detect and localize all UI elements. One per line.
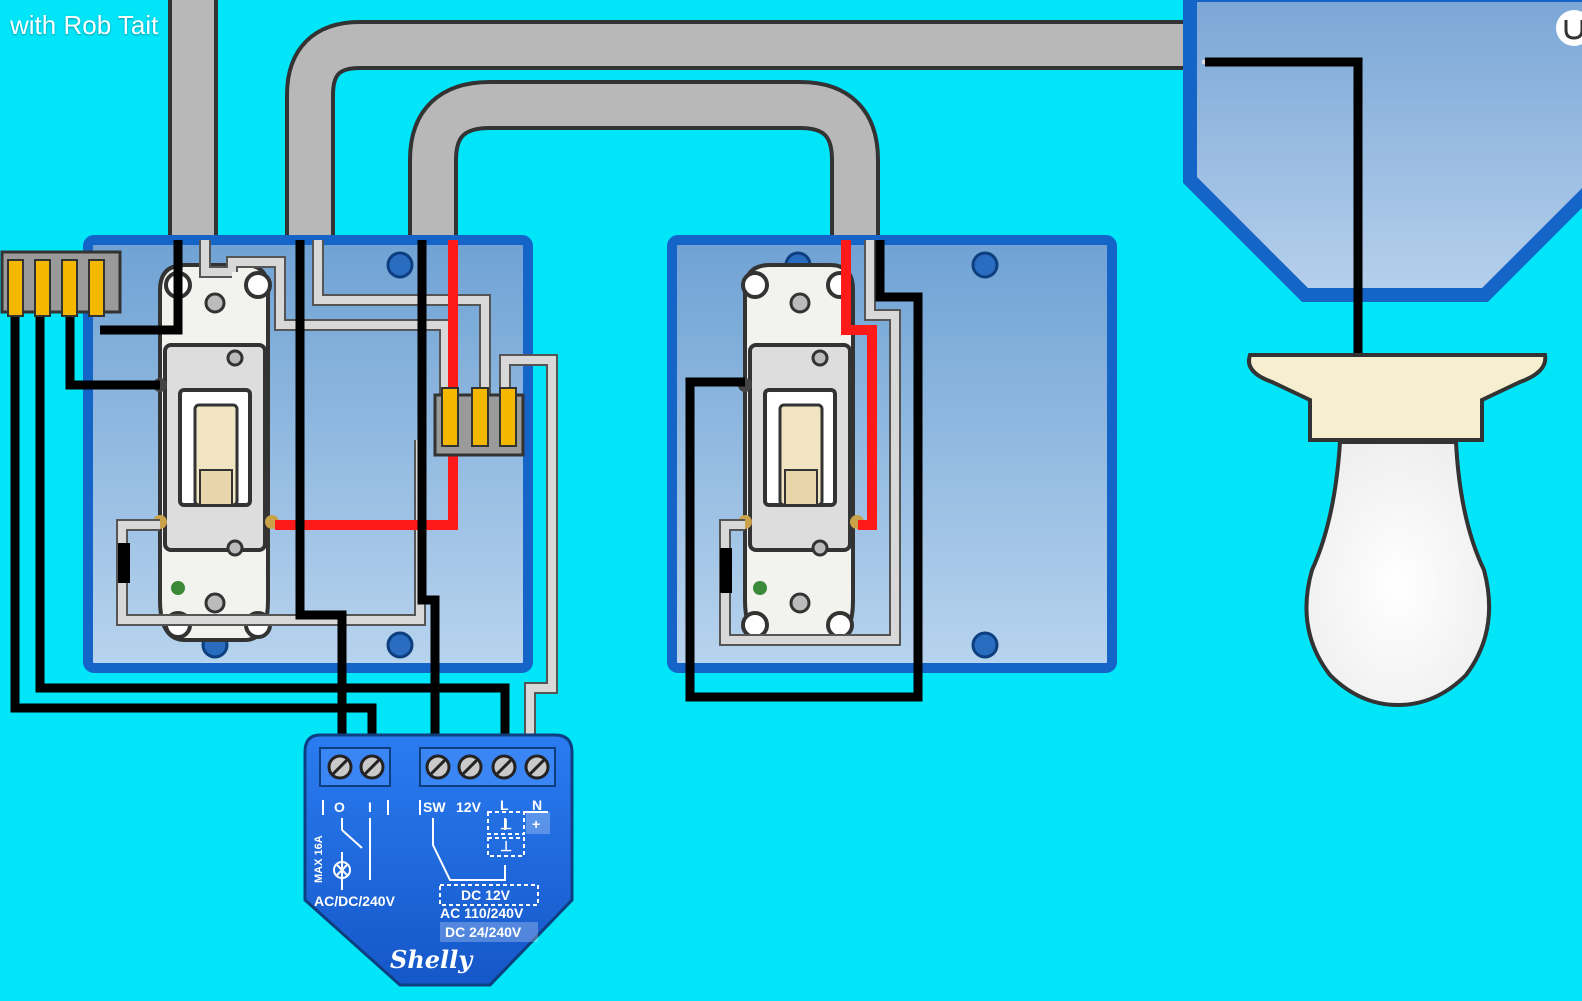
wago-connector-center [433, 387, 525, 457]
conduit-between-boxes [408, 80, 880, 240]
terminal-label-sw: SW [423, 799, 446, 815]
traveler-wires [275, 240, 877, 530]
shelly-relay: O I SW 12V L N ⊥ + ⊥ MAX 16A AC/DC/240V … [303, 733, 574, 987]
conduit-to-fixture [285, 20, 1190, 240]
supply-dc-label: DC 24/240V [445, 924, 522, 940]
conduits [168, 0, 1190, 240]
ground-symbol: ⊥ [500, 816, 512, 832]
screw-icon [789, 292, 811, 314]
max-rating-label: MAX 16A [313, 835, 325, 883]
relay-schematic [322, 800, 548, 906]
light-fixture-box [1183, 0, 1582, 302]
screw-icon [226, 349, 244, 367]
output-rating-label: AC/DC/240V [314, 893, 396, 909]
supply-dc12-label: DC 12V [461, 887, 511, 903]
terminal-label-o: O [334, 799, 345, 815]
terminal-screws [327, 754, 550, 780]
screw-icon [789, 592, 811, 614]
terminal-label-n: N [532, 797, 542, 813]
hot-wires [10, 57, 1363, 740]
screw-icon [204, 292, 226, 314]
plus-symbol: + [532, 816, 540, 832]
video-caption: with Rob Tait [10, 10, 159, 40]
screw-icon [204, 592, 226, 614]
supply-ac-label: AC 110/240V [440, 905, 524, 921]
terminal-label-i: I [368, 799, 372, 815]
brand-logo: Shelly [390, 945, 474, 974]
screw-icon [226, 539, 244, 557]
screw-icon [811, 349, 829, 367]
ground-symbol: ⊥ [500, 838, 512, 854]
wago-connector-left [0, 250, 122, 317]
screw-icon [811, 539, 829, 557]
wires [10, 57, 1363, 740]
terminal-label-l: L [500, 797, 509, 813]
light-bulb [1247, 353, 1548, 708]
lamp-symbol-icon [333, 861, 351, 879]
terminal-label-12v: 12V [456, 799, 482, 815]
three-way-switch-right [738, 263, 864, 642]
three-way-switch-left [153, 263, 279, 642]
